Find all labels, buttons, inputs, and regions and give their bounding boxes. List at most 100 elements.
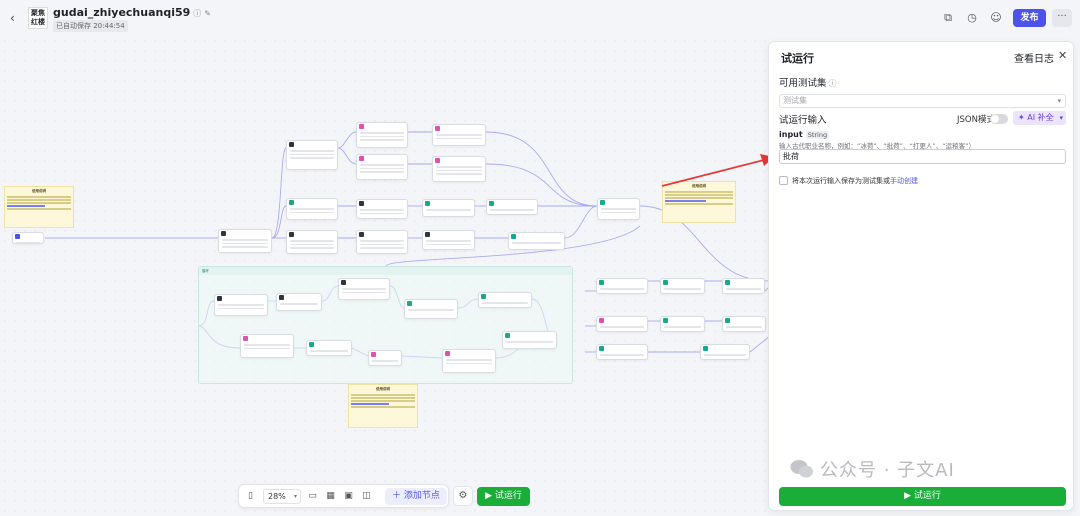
node-line	[360, 135, 404, 137]
workflow-node[interactable]	[356, 154, 408, 180]
node-line	[222, 239, 268, 241]
debug-icon[interactable]: ⚙	[453, 486, 473, 506]
publish-button[interactable]: 发布	[1013, 9, 1046, 27]
node-icon	[725, 280, 730, 285]
ai-complete-label: AI 补全	[1027, 113, 1054, 122]
note-line	[351, 397, 415, 399]
workflow-node[interactable]	[306, 340, 352, 356]
workflow-node[interactable]	[596, 344, 648, 360]
more-button[interactable]: ···	[1052, 9, 1072, 27]
workflow-node[interactable]	[286, 230, 338, 254]
workflow-node[interactable]	[596, 278, 648, 294]
testset-select[interactable]: 测试集▾	[779, 94, 1066, 108]
node-icon	[371, 352, 376, 357]
history-icon[interactable]: ◷	[967, 11, 977, 24]
layout-icon[interactable]: ◫	[362, 491, 371, 501]
node-icon	[425, 232, 430, 237]
node-line	[244, 347, 290, 349]
workflow-node[interactable]	[356, 230, 408, 254]
image-icon[interactable]: ▣	[344, 491, 353, 501]
manual-create-link[interactable]: 手动创建	[890, 177, 918, 185]
node-header	[307, 341, 351, 348]
workflow-node[interactable]	[442, 349, 496, 373]
json-mode-toggle[interactable]	[990, 114, 1008, 124]
panel-run-button[interactable]: ▶ 试运行	[779, 487, 1066, 506]
workflow-canvas[interactable]: 使用说明 使用说明 使用说明 循环	[0, 36, 770, 516]
workflow-node[interactable]	[478, 292, 532, 308]
add-node-button[interactable]: ＋ 添加节点	[385, 488, 447, 505]
workflow-node[interactable]	[368, 350, 402, 366]
workflow-node[interactable]	[422, 199, 475, 217]
app-name-text: gudai_zhiyechuanqi59	[53, 6, 191, 19]
save-testset-checkbox[interactable]	[779, 176, 788, 185]
sticky-note[interactable]: 使用说明	[348, 384, 418, 428]
minimap-icon[interactable]: ▦	[326, 491, 335, 501]
node-header	[701, 345, 749, 352]
node-line	[290, 247, 334, 249]
close-icon[interactable]: ✕	[1058, 49, 1068, 62]
note-title: 使用说明	[376, 387, 390, 391]
node-line	[218, 304, 264, 306]
node-header	[339, 279, 389, 286]
node-icon	[663, 318, 668, 323]
info-icon[interactable]: ⓘ	[828, 79, 837, 88]
workflow-node[interactable]	[722, 316, 766, 332]
workflow-node[interactable]	[432, 156, 486, 182]
node-icon	[600, 200, 605, 205]
node-header	[357, 155, 407, 162]
edit-icon[interactable]: ✎	[204, 9, 211, 18]
workflow-node[interactable]	[422, 230, 475, 250]
chevron-left-icon[interactable]: ‹	[10, 11, 15, 25]
zoom-select[interactable]: 28%▾	[263, 489, 301, 504]
workflow-node[interactable]	[700, 344, 750, 360]
workflow-node[interactable]	[508, 232, 565, 250]
workflow-node[interactable]	[286, 198, 338, 220]
workflow-node[interactable]	[722, 278, 765, 294]
workflow-node[interactable]	[356, 199, 408, 219]
canvas-run-button[interactable]: ▶ 试运行	[477, 487, 530, 506]
note-link[interactable]	[7, 205, 46, 207]
info-icon[interactable]: ⓘ	[193, 9, 202, 18]
sticky-note[interactable]: 使用说明	[662, 181, 736, 223]
node-line	[726, 326, 762, 328]
mouse-mode-icon[interactable]: ▯	[248, 491, 253, 501]
workflow-node[interactable]	[486, 199, 538, 215]
workflow-node[interactable]	[214, 294, 268, 316]
copy-icon[interactable]: ⧉	[944, 11, 952, 24]
workflow-node[interactable]	[276, 293, 322, 311]
workflow-node[interactable]	[404, 299, 458, 319]
ai-complete-button[interactable]: ✦ AI 补全▾	[1013, 111, 1066, 125]
comment-icon[interactable]: ▭	[308, 491, 317, 501]
input-field[interactable]: 批荷	[779, 149, 1066, 164]
workflow-node[interactable]	[356, 122, 408, 148]
node-line	[482, 302, 528, 304]
note-line	[351, 400, 415, 402]
note-link[interactable]	[665, 200, 706, 202]
workflow-node[interactable]	[432, 124, 486, 146]
view-log-link[interactable]: 查看日志	[1014, 54, 1054, 65]
workflow-node[interactable]	[286, 140, 338, 170]
node-line	[360, 132, 404, 134]
workflow-node[interactable]	[660, 278, 705, 294]
workflow-node[interactable]	[660, 316, 705, 332]
node-line	[600, 288, 644, 290]
node-icon	[481, 294, 486, 299]
note-link[interactable]	[351, 403, 390, 405]
node-header	[287, 141, 337, 148]
start-node[interactable]	[12, 232, 44, 244]
workflow-node[interactable]	[597, 198, 640, 220]
collaborator-icon[interactable]: ☺	[990, 11, 1002, 24]
node-line	[601, 208, 636, 210]
node-line	[726, 288, 761, 290]
node-header	[597, 345, 647, 352]
node-line	[436, 134, 482, 136]
workflow-node[interactable]	[338, 278, 390, 300]
workflow-node[interactable]	[596, 316, 648, 332]
sticky-note[interactable]: 使用说明	[4, 186, 74, 228]
node-header	[423, 231, 474, 238]
node-icon	[309, 342, 314, 347]
workflow-node[interactable]	[218, 229, 272, 253]
workflow-node[interactable]	[240, 334, 294, 358]
workflow-node[interactable]	[502, 331, 557, 349]
